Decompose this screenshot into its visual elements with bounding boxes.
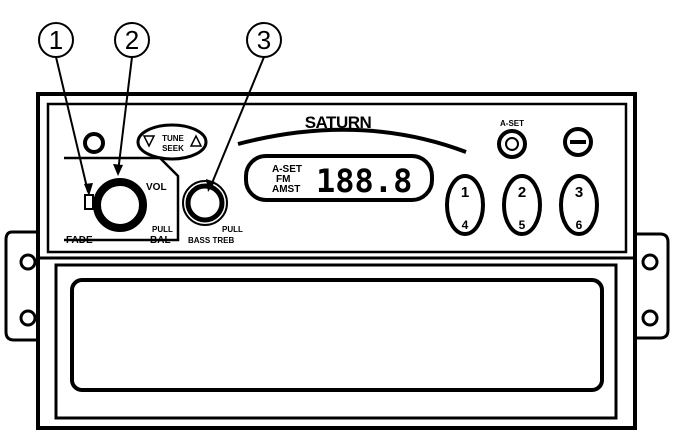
bal-label: BAL (150, 235, 171, 246)
aset-button[interactable] (497, 129, 527, 159)
callout-arrow-1 (84, 183, 93, 196)
tune-seek-button[interactable] (136, 123, 208, 161)
aset-button-inner (505, 137, 519, 151)
knob-indicator (84, 194, 94, 210)
tone-knob[interactable] (185, 183, 225, 223)
aset-label: A-SET (500, 119, 524, 128)
callout-arrow-3 (206, 179, 215, 192)
callout-label-2: 2 (125, 25, 139, 55)
preset-1-bottom: 4 (462, 218, 469, 232)
tune-down-icon (142, 135, 156, 148)
seek-label: SEEK (162, 144, 184, 153)
radio-chassis (36, 92, 637, 430)
preset-button-1[interactable] (445, 174, 485, 236)
radio-faceplate-inner (46, 102, 628, 254)
tone-pull-label: PULL (222, 225, 243, 234)
callout-leader-1 (55, 56, 89, 193)
volume-knob[interactable] (93, 178, 147, 232)
vol-label: VOL (146, 182, 167, 193)
display-fm-text: FM (276, 174, 290, 185)
tune-label: TUNE (162, 134, 184, 143)
display-aset-text: A-SET (272, 164, 302, 175)
eject-button[interactable] (563, 127, 593, 157)
cassette-door (54, 263, 618, 420)
lcd-display[interactable] (244, 154, 434, 202)
preset-3-top: 3 (575, 184, 583, 201)
callout-leader-2 (117, 56, 133, 173)
display-arch (237, 127, 467, 154)
tune-up-icon (189, 134, 203, 147)
cassette-slot (70, 278, 604, 392)
display-frequency: 188.8 (316, 162, 412, 200)
left-mounting-bracket (4, 230, 40, 342)
callout-leader-3 (209, 56, 265, 189)
callout-arrow-2 (113, 164, 123, 176)
tone-knob-bezel (182, 180, 228, 226)
preset-2-bottom: 5 (519, 218, 526, 232)
callout-label-3: 3 (257, 25, 271, 55)
brand-logo: SATURN (305, 113, 372, 132)
fade-label: FADE (66, 235, 93, 246)
preset-2-top: 2 (518, 184, 526, 201)
pull-label-left: PULL (152, 225, 173, 234)
preset-button-3[interactable] (559, 174, 599, 236)
preset-button-2[interactable] (502, 174, 542, 236)
display-amst-text: AMST (272, 184, 300, 195)
preset-1-top: 1 (461, 184, 469, 201)
bass-treb-label: BASS TREB (188, 236, 234, 245)
callout-label-1: 1 (49, 25, 63, 55)
knob-bezel (64, 156, 180, 242)
preset-3-bottom: 6 (576, 218, 583, 232)
right-mounting-bracket (636, 232, 670, 340)
small-round-button[interactable] (83, 132, 105, 154)
